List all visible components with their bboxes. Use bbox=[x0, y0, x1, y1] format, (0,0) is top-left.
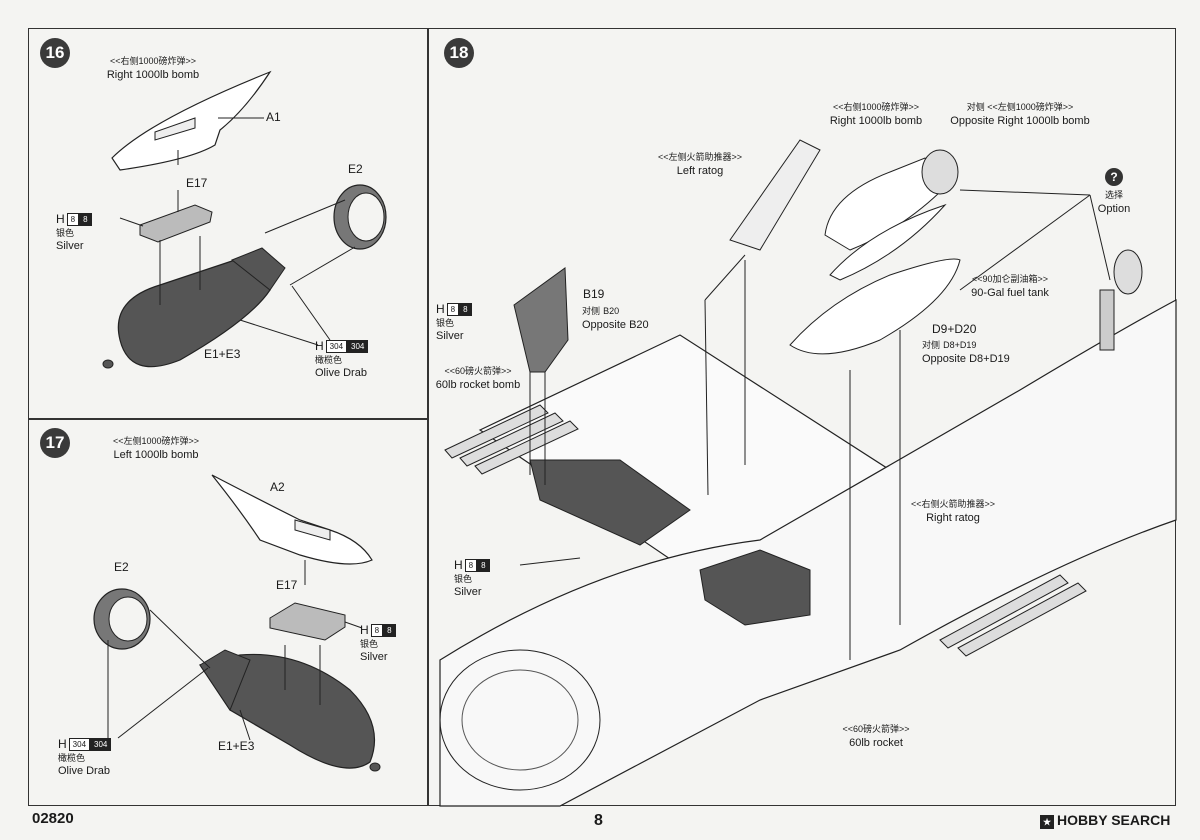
step16-title-en: Right 1000lb bomb bbox=[106, 69, 200, 81]
paint-num1: 8 bbox=[370, 624, 384, 637]
step18-number: 18 bbox=[444, 38, 474, 68]
paint-letter: H bbox=[58, 737, 67, 751]
paint-num1: 8 bbox=[66, 213, 80, 226]
step17-title: <<左侧1000磅炸弹>> Left 1000lb bomb bbox=[113, 434, 199, 462]
paint-en: Silver bbox=[56, 240, 84, 252]
opp-bomb-cn-prefix: 对侧 bbox=[966, 102, 985, 112]
paint-cn: 橄榄色 bbox=[58, 753, 86, 763]
opp-b20-cn: 对侧 bbox=[582, 306, 601, 316]
rocket-bomb-cn: <<60磅火箭弹>> bbox=[444, 366, 512, 376]
right-bomb-label: <<右侧1000磅炸弹>> Right 1000lb bomb bbox=[830, 100, 922, 128]
fuel-tank-cn: <<90加仑副油箱>> bbox=[971, 274, 1049, 284]
rocket-cn: <<60磅火箭弹>> bbox=[842, 724, 910, 734]
paint-en: Olive Drab bbox=[58, 765, 110, 777]
step17-part-a2: A2 bbox=[270, 480, 285, 494]
opp-d-part: D8+D19 bbox=[943, 340, 977, 350]
paint-num2: 304 bbox=[347, 340, 369, 353]
part-b19: B19 bbox=[583, 287, 605, 301]
opposite-bomb-label: 对侧 <<左侧1000磅炸弹>> Opposite Right 1000lb b… bbox=[950, 100, 1089, 128]
kit-code: 02820 bbox=[32, 810, 74, 827]
step17-panel bbox=[28, 418, 428, 806]
paint-num2: 8 bbox=[383, 624, 396, 637]
step16-title-cn: <<右侧1000磅炸弹>> bbox=[109, 56, 197, 66]
paint-letter: H bbox=[56, 212, 65, 226]
option-cn: 选择 bbox=[1104, 190, 1124, 200]
paint-num1: 8 bbox=[464, 559, 478, 572]
paint-num2: 304 bbox=[90, 738, 112, 751]
paint-en: Silver bbox=[360, 651, 388, 663]
step16-panel bbox=[28, 28, 428, 420]
paint-en: Olive Drab bbox=[315, 367, 367, 379]
part-d9d20: D9+D20 bbox=[932, 322, 977, 336]
opp-b20-label: 对侧 B20 Opposite B20 bbox=[582, 304, 649, 332]
opp-d-en: Opposite D8+D19 bbox=[922, 353, 1010, 365]
paint-letter: H bbox=[360, 623, 369, 637]
paint-cn: 橄榄色 bbox=[315, 355, 343, 365]
paint-letter: H bbox=[315, 339, 324, 353]
watermark-logo-icon: ★ bbox=[1040, 815, 1054, 829]
fuel-tank-en: 90-Gal fuel tank bbox=[971, 287, 1049, 299]
step16-part-e1e3: E1+E3 bbox=[204, 347, 241, 361]
step16-number: 16 bbox=[40, 38, 70, 68]
paint-letter: H bbox=[454, 558, 463, 572]
rocket-en: 60lb rocket bbox=[849, 737, 903, 749]
step17-part-e17: E17 bbox=[276, 578, 298, 592]
opp-bomb-en: Opposite Right 1000lb bomb bbox=[950, 115, 1090, 127]
left-ratog-en: Left ratog bbox=[676, 165, 724, 177]
left-ratog-cn: <<左侧火箭助推器>> bbox=[657, 152, 743, 162]
opp-bomb-cn: <<左侧1000磅炸弹>> bbox=[987, 102, 1074, 112]
watermark-text: HOBBY SEARCH bbox=[1057, 812, 1171, 828]
right-ratog-en: Right ratog bbox=[926, 512, 980, 524]
step17-part-e2: E2 bbox=[114, 560, 129, 574]
paint-cn: 银色 bbox=[56, 228, 75, 238]
paint-en: Silver bbox=[454, 586, 482, 598]
fuel-tank-label: <<90加仑副油箱>> 90-Gal fuel tank bbox=[971, 272, 1049, 300]
step17-title-en: Left 1000lb bomb bbox=[113, 449, 199, 461]
step17-number: 17 bbox=[40, 428, 70, 458]
right-ratog-label: <<右侧火箭助推器>> Right ratog bbox=[911, 497, 995, 525]
paint-cn: 银色 bbox=[454, 574, 473, 584]
paint-letter: H bbox=[436, 302, 445, 316]
step16-part-e17: E17 bbox=[186, 176, 208, 190]
step16-part-e2: E2 bbox=[348, 162, 363, 176]
rocket-label: <<60磅火箭弹>> 60lb rocket bbox=[842, 722, 909, 750]
left-ratog-label: <<左侧火箭助推器>> Left ratog bbox=[658, 150, 742, 178]
paint-cn: 银色 bbox=[360, 639, 379, 649]
paint-num1: 8 bbox=[446, 303, 460, 316]
opp-b20-en: Opposite B20 bbox=[582, 319, 649, 331]
paint-num1: 304 bbox=[68, 738, 91, 751]
option-en: Option bbox=[1097, 203, 1131, 215]
paint-num1: 304 bbox=[325, 340, 348, 353]
rocket-bomb-label: <<60磅火箭弹>> 60lb rocket bomb bbox=[436, 364, 520, 392]
step17-part-e1e3: E1+E3 bbox=[218, 739, 255, 753]
rocket-bomb-en: 60lb rocket bomb bbox=[435, 379, 521, 391]
opp-d-cn: 对侧 bbox=[922, 340, 941, 350]
paint-en: Silver bbox=[436, 330, 464, 342]
option-icon: ? bbox=[1105, 168, 1123, 186]
paint-num2: 8 bbox=[477, 559, 490, 572]
step16-title: <<右侧1000磅炸弹>> Right 1000lb bomb bbox=[107, 54, 199, 82]
paint-num2: 8 bbox=[459, 303, 472, 316]
right-bomb-cn: <<右侧1000磅炸弹>> bbox=[832, 102, 920, 112]
option-label: 选择 Option bbox=[1098, 188, 1130, 216]
page-number: 8 bbox=[594, 812, 603, 829]
watermark: ★HOBBY SEARCH bbox=[1040, 812, 1170, 829]
step17-title-cn: <<左侧1000磅炸弹>> bbox=[112, 436, 200, 446]
opp-b20-part: B20 bbox=[603, 306, 620, 316]
paint-num2: 8 bbox=[79, 213, 92, 226]
right-ratog-cn: <<右侧火箭助推器>> bbox=[910, 499, 996, 509]
paint-cn: 银色 bbox=[436, 318, 455, 328]
right-bomb-en: Right 1000lb bomb bbox=[829, 115, 923, 127]
opp-d-label: 对侧 D8+D19 Opposite D8+D19 bbox=[922, 338, 1010, 366]
step16-part-a1: A1 bbox=[266, 110, 281, 124]
